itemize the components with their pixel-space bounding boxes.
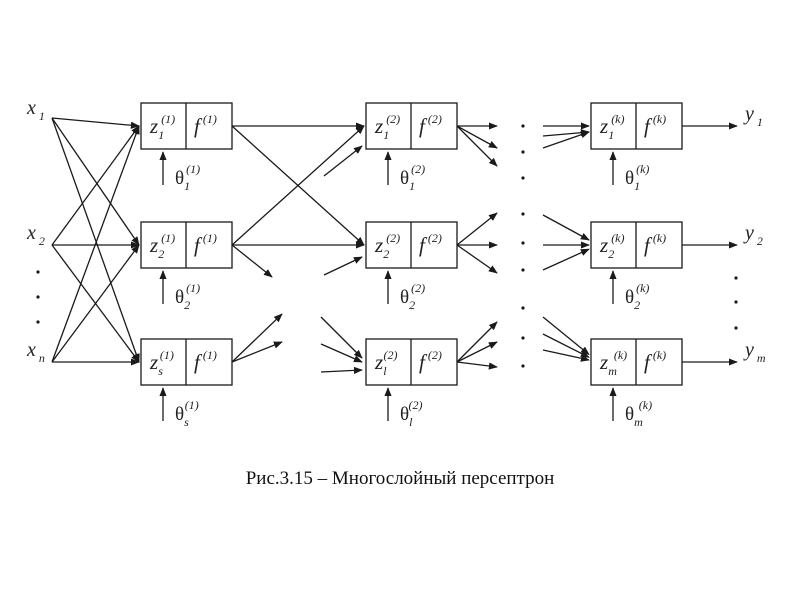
ellipsis-dot [521, 268, 525, 272]
ellipsis-dot [521, 150, 525, 154]
neuron-block: z2(1) f(1) θ2(1) [140, 221, 233, 312]
summation-label: zl(2) [374, 348, 398, 378]
threshold-label: θ1(k) [625, 162, 649, 193]
activation-label: f(2) [419, 231, 442, 257]
partial-arrow [231, 341, 283, 363]
ellipsis-dot [521, 306, 525, 310]
ellipsis-dots [36, 124, 738, 368]
neuron-block: zm(k) f(k) θm(k) [590, 338, 683, 429]
partial-arrow [542, 248, 590, 271]
partial-arrow [323, 256, 363, 276]
threshold-label: θl(2) [400, 398, 422, 429]
ellipsis-dot [734, 276, 738, 280]
activation-label: f(k) [644, 231, 666, 257]
summation-label: z1(1) [149, 112, 175, 142]
input-arrow [51, 117, 140, 129]
neuron-block: zs(1) f(1) θs(1) [140, 338, 233, 429]
partial-arrow [320, 343, 363, 363]
activation-label: f(1) [194, 231, 217, 257]
partial-arrow [456, 212, 498, 246]
partial-arrow [456, 244, 498, 274]
partial-arrow [456, 321, 498, 363]
activation-label: f(2) [419, 112, 442, 138]
activation-label: f(k) [644, 348, 666, 374]
summation-label: z1(2) [374, 112, 400, 142]
partial-arrow [456, 341, 498, 363]
summation-label: zm(k) [599, 348, 627, 378]
neuron-block: zl(2) f(2) θl(2) [365, 338, 458, 429]
partial-arrow [456, 361, 498, 370]
figure-caption: Рис.3.15 – Многослойный персептрон [245, 468, 555, 489]
threshold-label: θ1(2) [400, 162, 425, 193]
input-arrow [51, 117, 140, 246]
ellipsis-dot [521, 124, 525, 128]
ellipsis-dot [36, 320, 40, 324]
summation-label: zs(1) [149, 348, 174, 378]
input-arrow [51, 117, 140, 363]
summation-label: z2(2) [374, 231, 400, 261]
arrow [231, 125, 365, 246]
threshold-label: θ2(1) [175, 281, 200, 312]
partial-arrow [456, 125, 498, 167]
ellipsis-dot [521, 241, 525, 245]
partial-arrow [542, 333, 590, 358]
ellipsis-dot [734, 300, 738, 304]
activation-label: f(1) [194, 112, 217, 138]
ellipsis-dot [36, 295, 40, 299]
summation-label: z2(k) [599, 231, 625, 261]
partial-arrow [320, 316, 363, 359]
neuron-block: z1(k) f(k) θ1(k) [590, 102, 683, 193]
input-arrow [51, 244, 140, 363]
ellipsis-dot [521, 212, 525, 216]
ellipsis-dot [521, 176, 525, 180]
activation-label: f(k) [644, 112, 666, 138]
partial-arrow [231, 313, 283, 363]
ellipsis-dot [734, 326, 738, 330]
input-arrow [51, 125, 140, 246]
summation-label: z2(1) [149, 231, 175, 261]
neuron-block: z2(k) f(k) θ2(k) [590, 221, 683, 312]
ellipsis-dot [36, 270, 40, 274]
neuron-block: z2(2) f(2) θ2(2) [365, 221, 458, 312]
partial-arrow [542, 349, 590, 362]
partial-arrow [542, 131, 590, 149]
ellipsis-dot [521, 336, 525, 340]
neuron-block: z1(2) f(2) θ1(2) [365, 102, 458, 193]
partial-arrow [320, 366, 363, 374]
ellipsis-dot [521, 364, 525, 368]
threshold-label: θ2(k) [625, 281, 649, 312]
threshold-label: θ2(2) [400, 281, 425, 312]
neuron-layers: z1(1) f(1) θ1(1) z2(1) f(1) θ2(1) zs(1) f(1) θs(… [140, 102, 683, 429]
partial-arrow [456, 125, 498, 149]
activation-label: f(1) [194, 348, 217, 374]
partial-arrow [542, 214, 590, 241]
neuron-block: z1(1) f(1) θ1(1) [140, 102, 233, 193]
partial-arrow [542, 316, 590, 356]
threshold-label: θs(1) [175, 398, 199, 429]
partial-arrow [323, 145, 363, 177]
input-arrow [51, 125, 140, 363]
threshold-label: θ1(1) [175, 162, 200, 193]
activation-label: f(2) [419, 348, 442, 374]
partial-arrow [231, 244, 273, 278]
threshold-label: θm(k) [625, 398, 652, 429]
summation-label: z1(k) [599, 112, 625, 142]
connection-arrows [51, 117, 738, 374]
